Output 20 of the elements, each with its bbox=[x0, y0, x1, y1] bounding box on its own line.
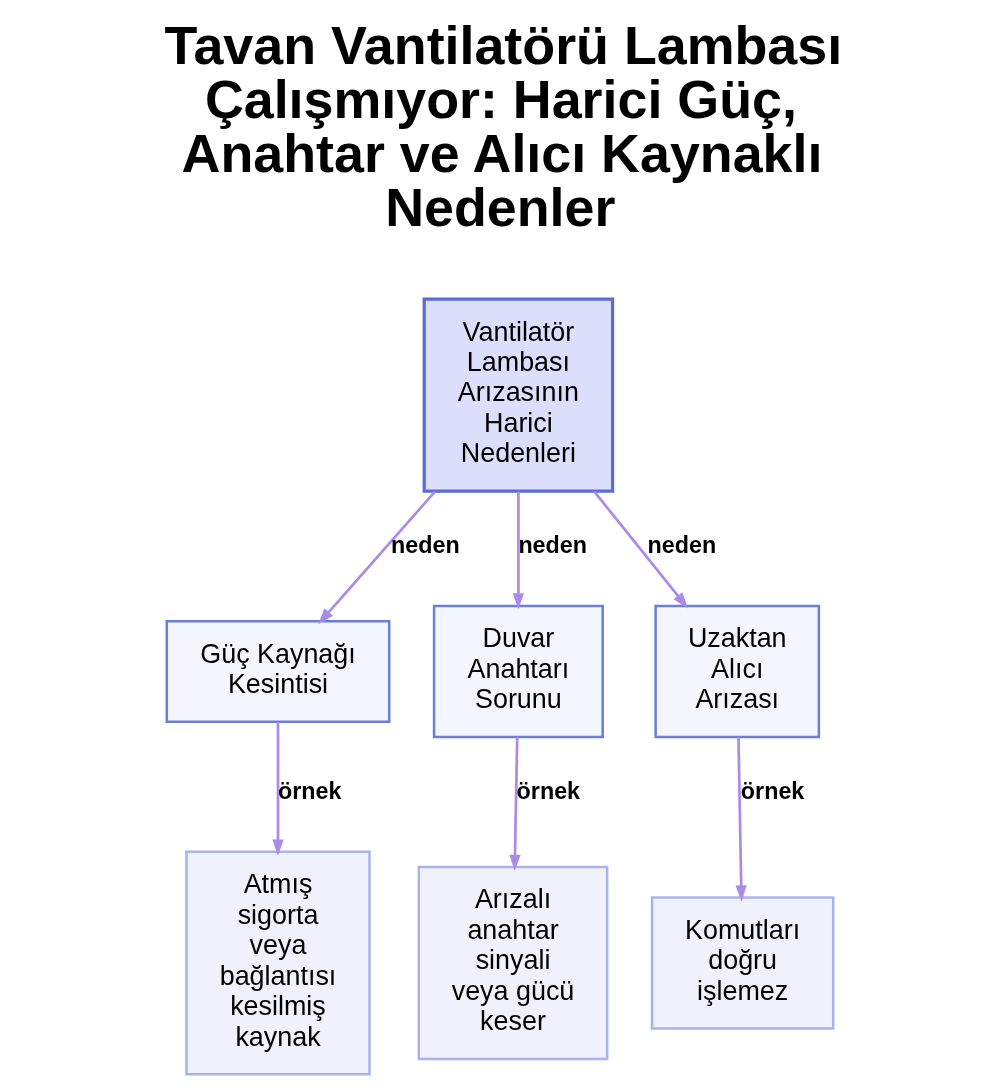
node-box: Uzaktan Alıcı Arızası bbox=[654, 604, 821, 739]
edge-label: neden bbox=[647, 531, 717, 558]
arrow bbox=[512, 491, 525, 610]
node-box: Atmış sigorta veya bağlantısı kesilmiş kaynak bbox=[185, 850, 371, 1076]
arrow bbox=[272, 722, 284, 856]
edge-label: neden bbox=[391, 531, 460, 558]
arrow bbox=[509, 737, 521, 871]
node-box: Komutları doğru işlemez bbox=[650, 896, 835, 1030]
diagram-title: Tavan Vantilatörü Lambası Çalışmıyor: Harici Güç, Anahtar ve Alıcı Kaynaklı Nedenler bbox=[164, 15, 843, 237]
edge-label: örnek bbox=[278, 777, 342, 804]
edge-label: örnek bbox=[516, 777, 581, 804]
arrow bbox=[593, 490, 689, 609]
arrow bbox=[735, 737, 747, 902]
node-box: Duvar Anahtarı Sorunu bbox=[432, 604, 604, 739]
arrow bbox=[318, 490, 436, 625]
node-box: Güç Kaynağı Kesintisi bbox=[165, 620, 391, 723]
node-box: Vantilatör Lambası Arızasının Harici Nedenleri bbox=[422, 297, 615, 493]
node-box: Arızalı anahtar sinyali veya gücü keser bbox=[417, 865, 609, 1061]
edge-label: neden bbox=[518, 531, 588, 558]
edge-label: örnek bbox=[740, 777, 805, 804]
